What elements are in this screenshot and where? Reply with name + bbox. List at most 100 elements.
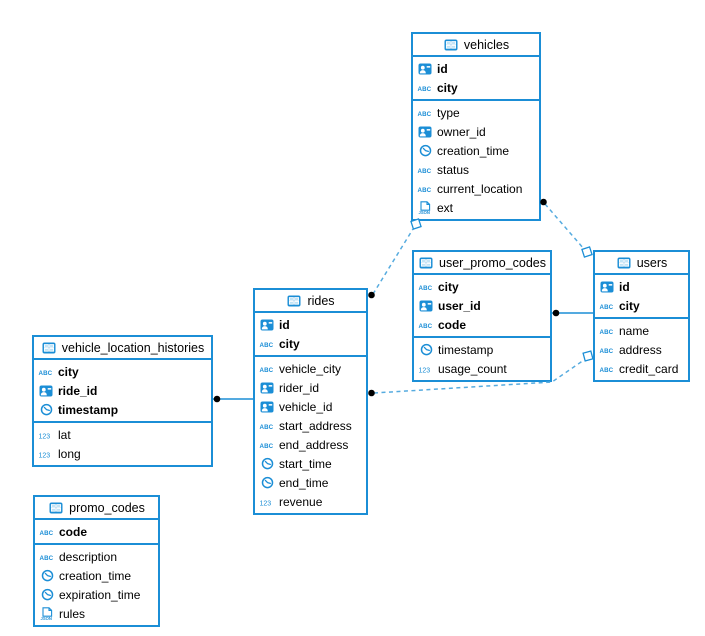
table-header[interactable]: promo_codes [35,497,158,520]
table-header[interactable]: vehicles [413,34,539,57]
abc-icon: ABC [417,81,433,95]
abc-icon: ABC [39,525,55,539]
column-owner_id[interactable]: owner_id [413,122,539,141]
column-timestamp[interactable]: timestamp [414,340,550,359]
table-header[interactable]: vehicle_location_histories [34,337,211,360]
column-rider_id[interactable]: rider_id [255,378,366,397]
column-creation_time[interactable]: creation_time [413,141,539,160]
column-city[interactable]: ABC city [255,334,366,353]
relation-vehicles-users[interactable] [540,198,593,258]
svg-text:ABC: ABC [600,367,614,374]
clock-icon [418,343,434,357]
table-icon [616,256,632,270]
table-header[interactable]: rides [255,290,366,313]
table-title: vehicle_location_histories [61,340,205,355]
id-icon [418,299,434,313]
svg-text:ABC: ABC [40,530,54,537]
column-id[interactable]: id [595,277,688,296]
column-expiration_time[interactable]: expiration_time [35,585,158,604]
column-vehicle_id[interactable]: vehicle_id [255,397,366,416]
column-label: city [437,80,458,95]
relation-user_promo_codes-users[interactable] [552,309,593,317]
column-usage_count[interactable]: 123 usage_count [414,359,550,378]
svg-text:ABC: ABC [40,555,54,562]
column-label: vehicle_id [279,399,333,414]
column-city[interactable]: ABC city [413,78,539,97]
num-icon: 123 [418,362,434,376]
column-city[interactable]: ABC city [414,277,550,296]
column-timestamp[interactable]: timestamp [34,400,211,419]
column-id[interactable]: id [413,59,539,78]
abc-icon: ABC [259,419,275,433]
column-label: id [437,61,448,76]
relation-dot-marker [552,309,560,317]
column-label: expiration_time [59,587,141,602]
table-header[interactable]: user_promo_codes [414,252,550,275]
abc-icon: ABC [417,182,433,196]
column-id[interactable]: id [255,315,366,334]
svg-text:JSON: JSON [419,210,430,215]
abc-icon: ABC [259,337,275,351]
relation-square-marker [582,350,594,362]
table-icon [48,501,64,515]
abc-icon: ABC [418,280,434,294]
column-current_location[interactable]: ABC current_location [413,179,539,198]
clock-icon [39,588,55,602]
svg-text:ABC: ABC [260,367,274,374]
relation-line[interactable] [544,203,585,250]
abc-icon: ABC [599,362,615,376]
relation-line[interactable] [372,228,414,295]
id-icon [599,280,615,294]
column-end_time[interactable]: end_time [255,473,366,492]
svg-text:ABC: ABC [39,370,53,377]
svg-text:ABC: ABC [600,304,614,311]
column-label: usage_count [438,361,507,376]
svg-text:ABC: ABC [418,187,432,194]
abc-icon: ABC [259,362,275,376]
table-icon [418,256,434,270]
column-label: address [619,342,662,357]
column-ride_id[interactable]: ride_id [34,381,211,400]
column-label: city [279,336,300,351]
svg-text:ABC: ABC [418,86,432,93]
table-header[interactable]: users [595,252,688,275]
abc-icon: ABC [599,299,615,313]
relation-vehicle_location_histories-rides[interactable] [213,395,253,403]
clock-icon [259,476,275,490]
column-start_time[interactable]: start_time [255,454,366,473]
column-label: current_location [437,181,523,196]
column-label: user_id [438,298,481,313]
column-label: city [438,279,459,294]
abc-icon: ABC [417,163,433,177]
column-user_id[interactable]: user_id [414,296,550,315]
column-label: id [279,317,290,332]
column-creation_time[interactable]: creation_time [35,566,158,585]
